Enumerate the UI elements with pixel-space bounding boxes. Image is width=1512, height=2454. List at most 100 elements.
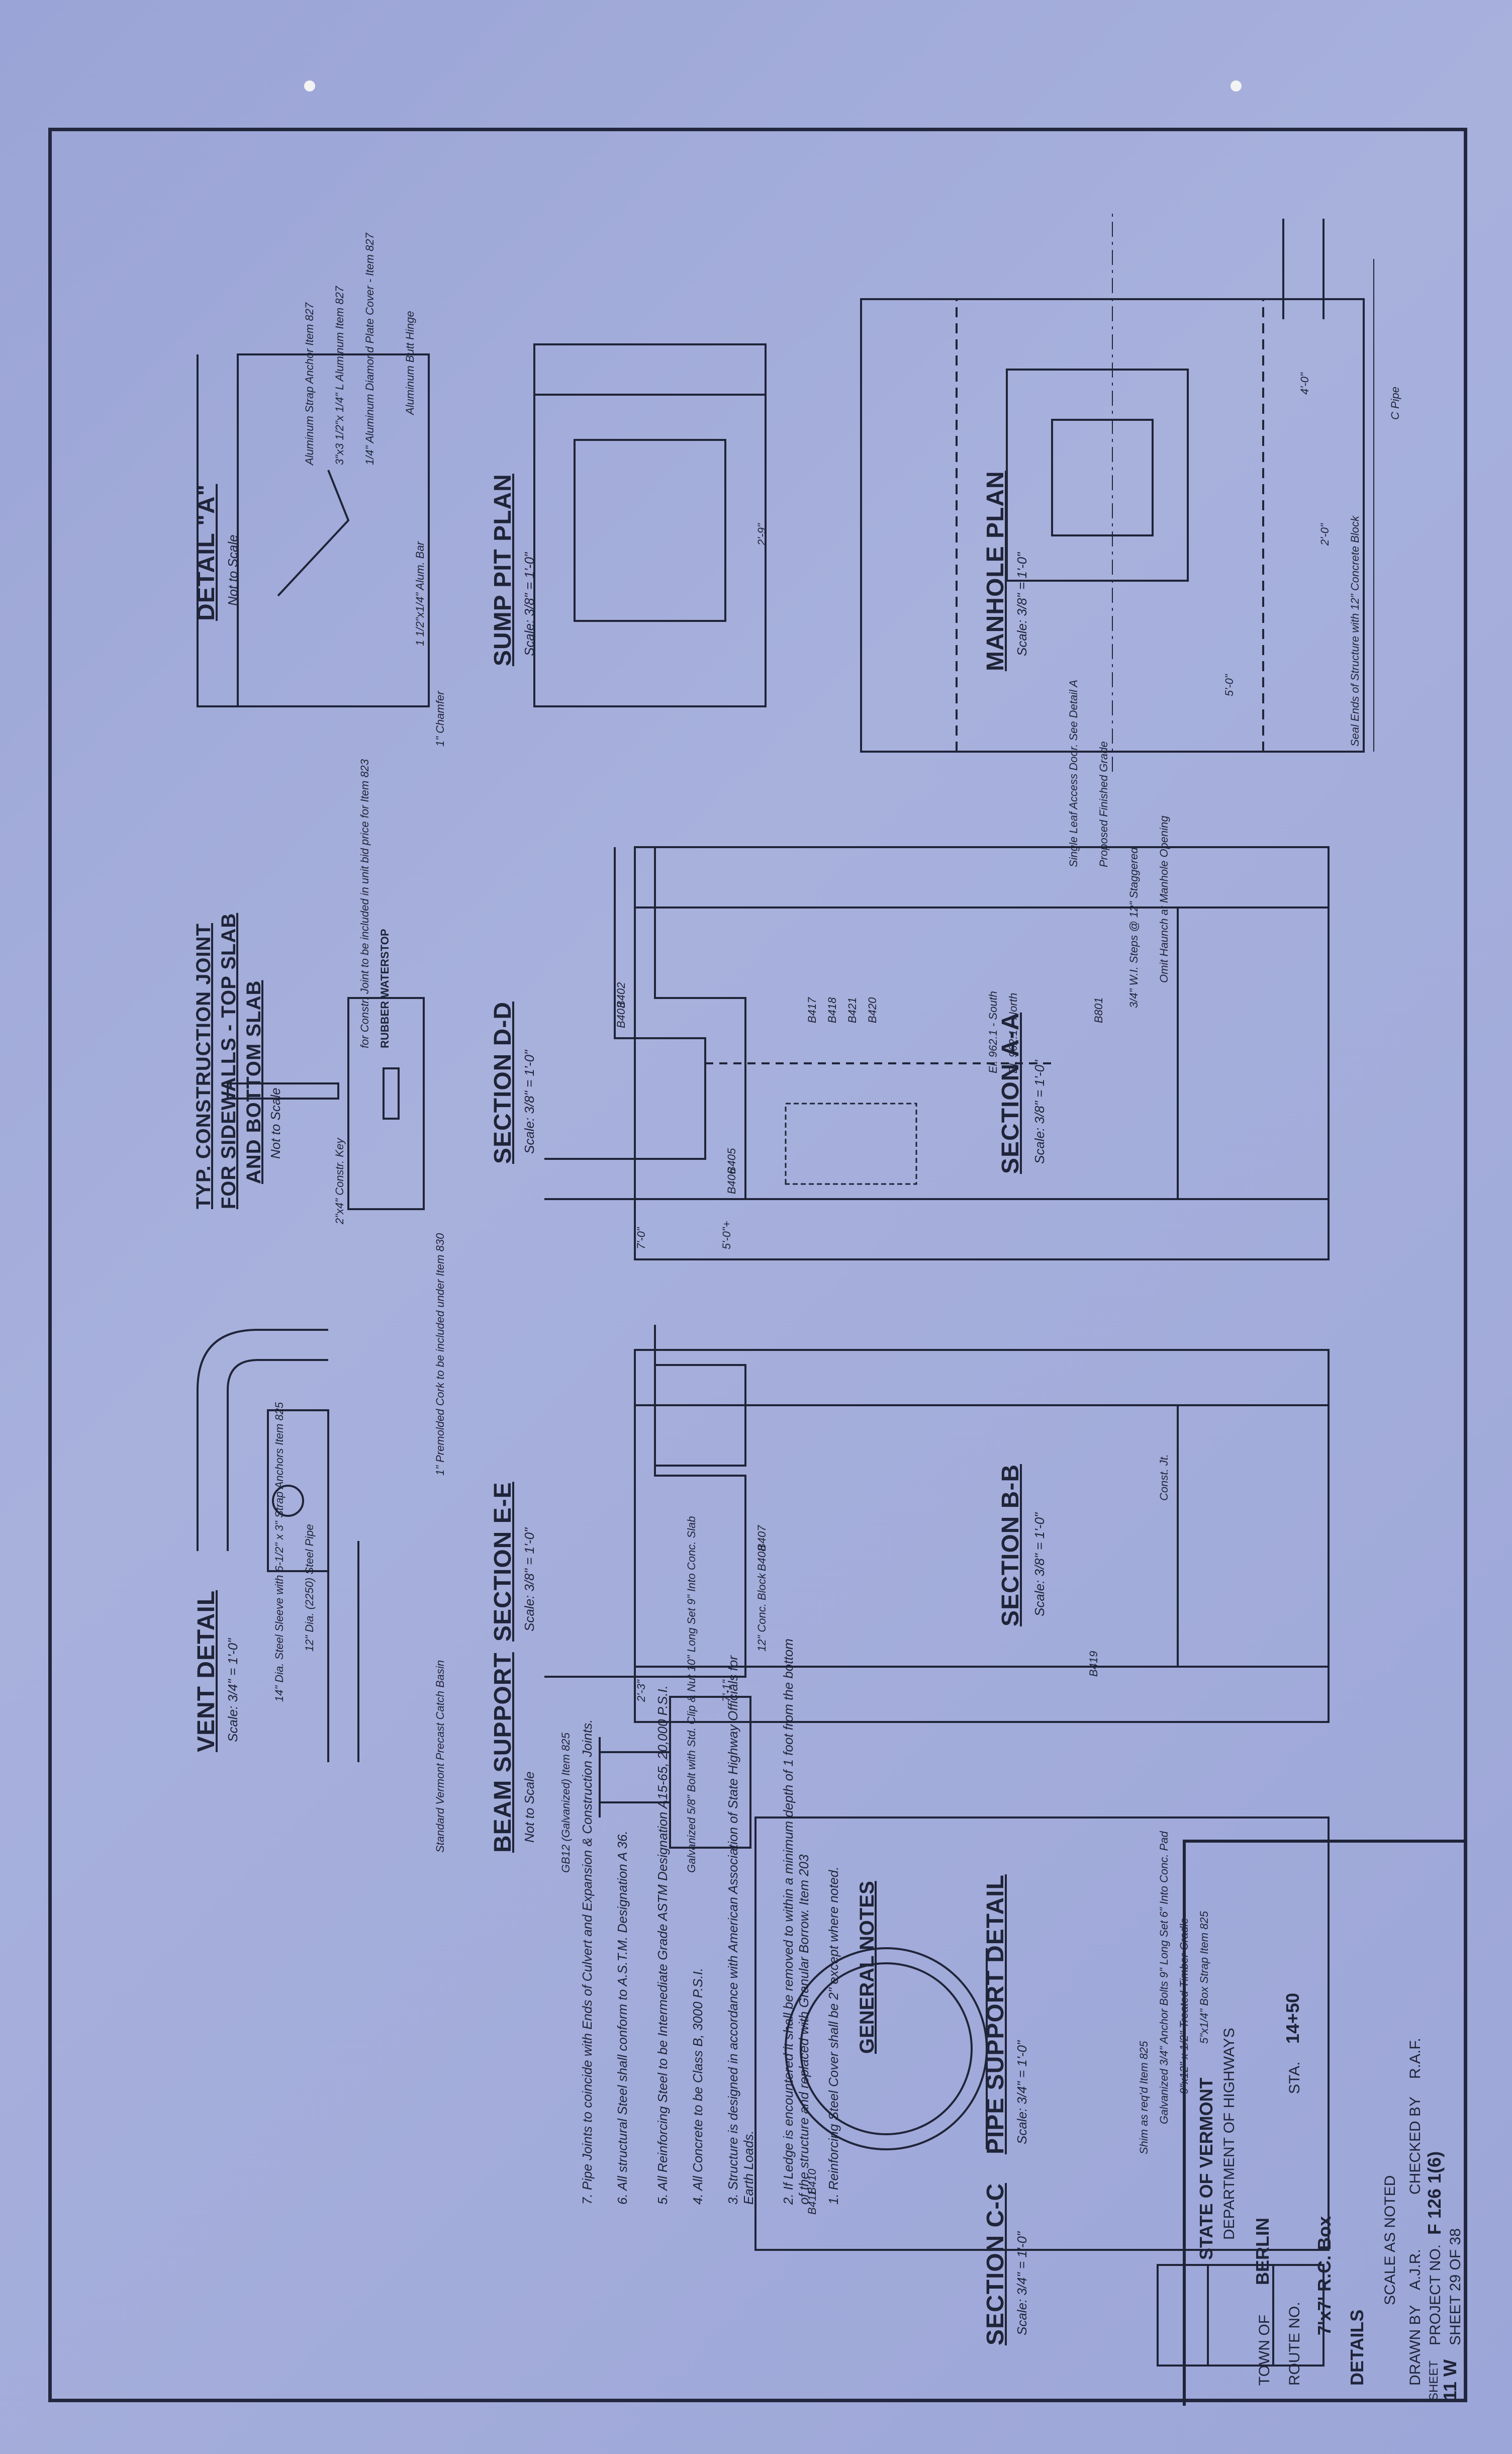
omit-haunch-label: Omit Haunch at Manhole Opening: [1158, 815, 1170, 983]
section-bb-drawing: [634, 1349, 1330, 1723]
bar-b418: B418: [826, 997, 838, 1023]
galv-bolts-label: Galvanized 3/4" Anchor Bolts 9" Long Set…: [1158, 1831, 1170, 2124]
galv-clip-label: Galvanized 5/8" Bolt with Std. Clip & Nu…: [685, 1516, 698, 1873]
vent-title: VENT DETAIL: [193, 1590, 220, 1752]
premolded-label: 1" Premolded Cork to be included under I…: [434, 1233, 446, 1476]
diamond-plate-label: 1/4" Aluminum Diamond Plate Cover - Item…: [363, 233, 376, 465]
title-block: STATE OF VERMONT DEPARTMENT OF HIGHWAYS …: [1183, 1840, 1467, 2406]
typ-joint-drawing: [227, 997, 425, 1210]
tb-sheet-id: 11 W: [1440, 2359, 1460, 2401]
pipe-support-scale: Scale: 3/4" = 1'-0": [1014, 2040, 1029, 2144]
tb-drawn: A.J.R.: [1407, 2249, 1424, 2290]
shim-label: Shim as req'd Item 825: [1138, 2041, 1150, 2154]
tb-project-label: PROJECT NO.: [1427, 2244, 1444, 2345]
sleeve-label: 14" Dia. Steel Sleeve with 6-1/2" x 3" S…: [273, 1402, 286, 1702]
section-aa-scale: Scale: 3/8" = 1'-0": [1032, 1060, 1047, 1164]
finished-grade-label: Proposed Finished Grade: [1097, 741, 1110, 867]
bar-b408: B408: [755, 1545, 768, 1571]
beam-support-scale: Not to Scale: [522, 1771, 537, 1843]
vent-detail-drawing: [197, 1329, 359, 1762]
bar-b419: B419: [1087, 1651, 1100, 1677]
tb-drawn-label: DRAWN BY: [1407, 2305, 1424, 2386]
alum-bar-label: 1 1/2"x1/4" Alum. Bar: [414, 541, 426, 646]
punch-hole: [304, 80, 315, 92]
vent-scale: Scale: 3/4" = 1'-0": [225, 1638, 240, 1742]
bar-b403: B403: [615, 1002, 627, 1028]
const-jt-label: Const. Jt.: [1158, 1454, 1170, 1501]
tb-sta: 14+50: [1282, 1992, 1303, 2044]
tb-route-label: ROUTE NO.: [1286, 2302, 1303, 2386]
pipe-support-title: PIPE SUPPORT DETAIL: [982, 1874, 1009, 2154]
tb-sta-label: STA.: [1286, 2061, 1303, 2094]
dim-2ft: 2'-0": [1318, 523, 1331, 546]
section-ee-title: SECTION E-E: [490, 1482, 516, 1642]
pipe-support-drawing: [754, 1816, 1330, 2251]
tb-checked: R.A.F.: [1407, 2038, 1424, 2079]
tb-sheet-of: SHEET 29 OF 38: [1447, 2228, 1464, 2345]
section-ee-drawing: [544, 1325, 746, 1678]
el-north-label: El. 962.1 - North: [1007, 992, 1019, 1073]
note-1: 1. Reinforcing Steel Cover shall be 2" e…: [826, 1866, 841, 2205]
section-bb-scale: Scale: 3/8" = 1'-0": [1032, 1512, 1047, 1616]
manhole-plan-scale: Scale: 3/8" = 1'-0": [1014, 552, 1029, 656]
dim-2ft-9in: 2'-9": [755, 523, 768, 546]
typ-joint-title-3: AND BOTTOM SLAB: [243, 980, 265, 1184]
seal-ends-label: Seal Ends of Structure with 12" Concrete…: [1349, 515, 1361, 747]
gb12-label: GB12 (Galvanized) Item 825: [559, 1733, 572, 1873]
section-ee-scale: Scale: 3/8" = 1'-0": [522, 1527, 537, 1631]
chamfer-label: 1" Chamfer: [434, 691, 446, 747]
conc-block-label: 12" Conc. Block: [755, 1573, 768, 1652]
bar-b417: B417: [806, 997, 818, 1023]
general-notes-title: GENERAL NOTES: [856, 1881, 878, 2054]
note-6: 6. All structural Steel shall conform to…: [615, 1831, 630, 2205]
manhole-plan-drawing: [860, 209, 1374, 772]
section-bb-title: SECTION B-B: [997, 1464, 1024, 1626]
bar-b421: B421: [846, 997, 859, 1023]
section-dd-title: SECTION D-D: [490, 1002, 516, 1164]
drawing-frame: MANHOLE PLAN Scale: 3/8" = 1'-0" Seal En…: [48, 128, 1467, 2406]
detail-a-scale: Not to Scale: [225, 534, 240, 606]
tb-dept: DEPARTMENT OF HIGHWAYS: [1221, 2028, 1238, 2240]
steel-pipe-label: 12" Dia. (2250) Steel Pipe: [303, 1524, 316, 1652]
section-cc-title: SECTION C-C: [982, 2183, 1009, 2345]
bar-b420: B420: [866, 997, 879, 1023]
section-dd-drawing: [544, 847, 746, 1200]
tb-scale: SCALE AS NOTED: [1382, 2175, 1398, 2305]
dim-5ft: 5'-0": [1223, 674, 1236, 696]
tb-details: DETAILS: [1347, 2309, 1367, 2386]
typ-joint-title-1: TYP. CONSTRUCTION JOINT: [193, 923, 215, 1209]
bar-b406: B406: [725, 1168, 738, 1194]
detail-a-drawing: [197, 353, 430, 707]
el-south-label: El. 962.1 - South: [987, 991, 999, 1073]
section-aa-drawing: [634, 846, 1330, 1260]
sump-pit-drawing: [533, 343, 767, 707]
tb-checked-label: CHECKED BY: [1407, 2096, 1424, 2195]
waterstop-note: for Constr. Joint to be included in unit…: [358, 759, 371, 1048]
section-cc-scale: Scale: 3/4" = 1'-0": [1014, 2231, 1029, 2335]
keyway-label: 2"x4" Constr. Key: [333, 1138, 346, 1224]
tb-state: STATE OF VERMONT: [1196, 2077, 1216, 2260]
manhole-plan-title: MANHOLE PLAN: [982, 471, 1009, 671]
section-cc-drawing: [1157, 2264, 1325, 2367]
dim-4ft: 4'-0": [1298, 373, 1311, 395]
punch-hole: [1231, 80, 1242, 92]
section-dd-scale: Scale: 3/8" = 1'-0": [522, 1050, 537, 1154]
sump-pit-scale: Scale: 3/8" = 1'-0": [522, 552, 537, 656]
tb-sheet-label: SHEET: [1427, 2360, 1441, 2401]
butt-hinge-label: Aluminum Butt Hinge: [404, 311, 416, 415]
steps-label: 3/4" W.I. Steps @ 12" Staggered: [1127, 847, 1140, 1008]
tb-town-label: TOWN OF: [1256, 2314, 1273, 2386]
rubber-waterstop-label: RUBBER WATERSTOP: [379, 929, 391, 1048]
detail-a-title: DETAIL "A": [193, 484, 220, 621]
rotated-drawing: MANHOLE PLAN Scale: 3/8" = 1'-0" Seal En…: [52, 131, 1471, 2406]
sump-pit-title: SUMP PIT PLAN: [490, 474, 516, 666]
single-leaf-label: Single Leaf Access Door. See Detail A: [1067, 680, 1080, 867]
pipe-cl-label: C Pipe: [1389, 386, 1401, 420]
typ-joint-title-2: FOR SIDEWALLS - TOP SLAB: [218, 913, 240, 1209]
bar-b801: B801: [1092, 997, 1105, 1023]
typ-joint-scale: Not to Scale: [268, 1087, 283, 1159]
note-4: 4. All Concrete to be Class B, 3000 P.S.…: [690, 1967, 705, 2205]
catch-basin-label: Standard Vermont Precast Catch Basin: [434, 1660, 446, 1853]
strap-label: Aluminum Strap Anchor Item 827: [303, 302, 316, 465]
